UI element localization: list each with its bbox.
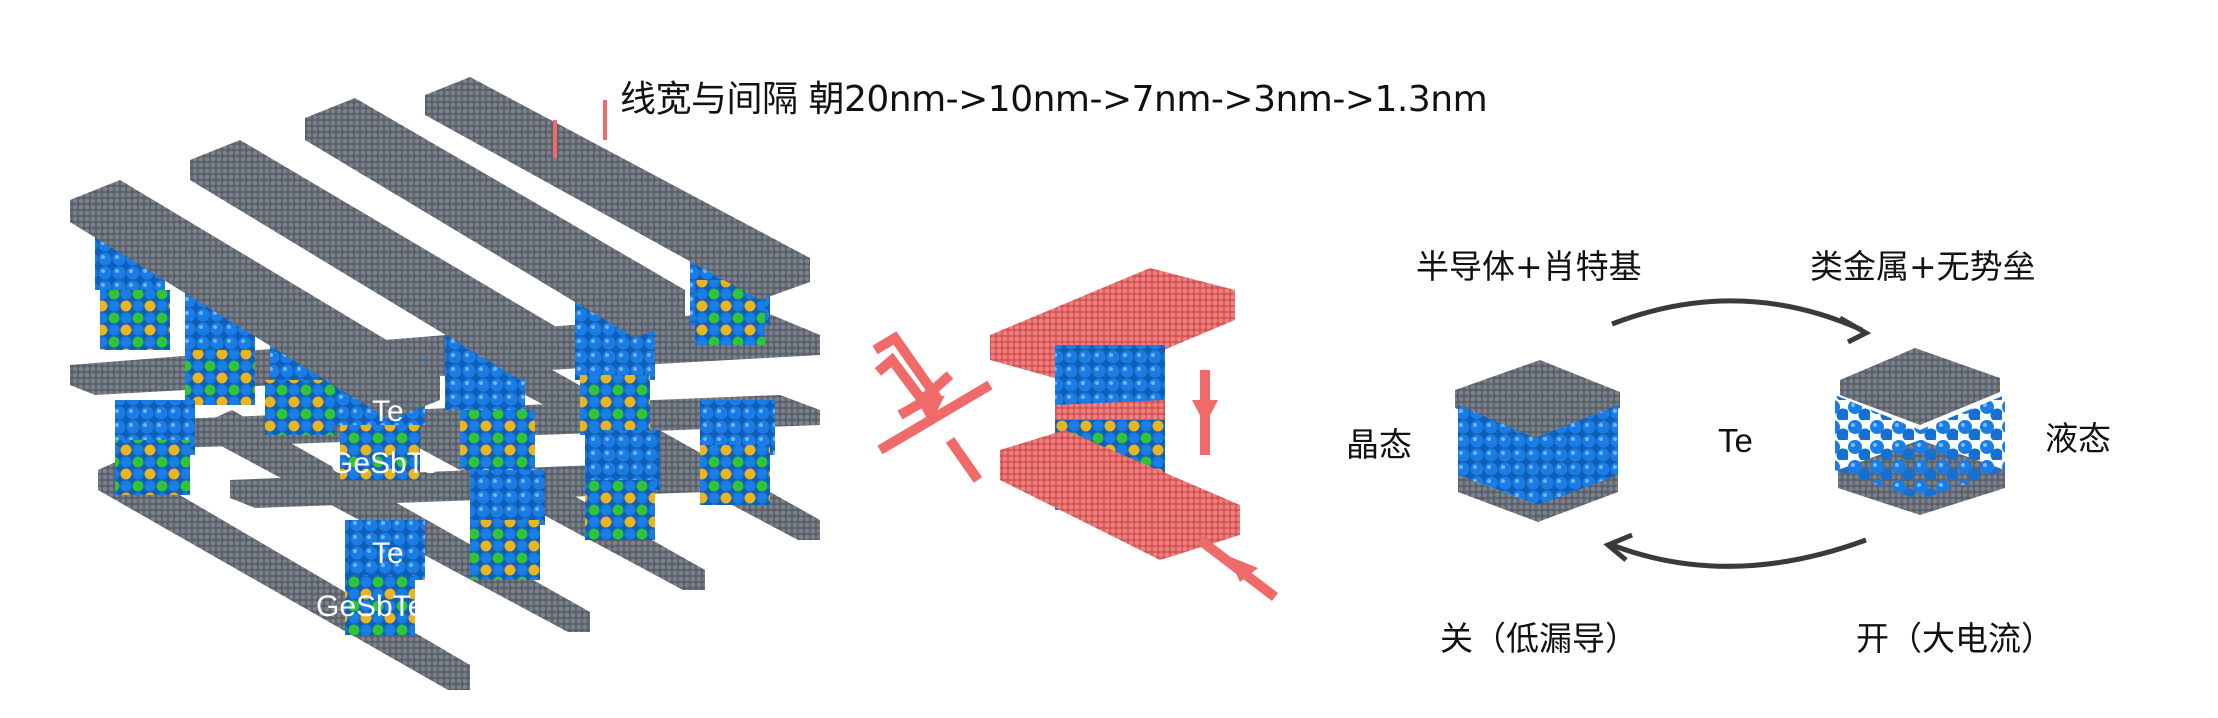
te-center-label: Te — [1718, 422, 1753, 459]
cell-top-electrode — [990, 268, 1235, 385]
forward-arc — [1611, 298, 1864, 333]
layer-label-te-upper: Te — [372, 395, 404, 428]
pillar-gst — [580, 375, 650, 435]
off-low-leakage-label: 关（低漏导） — [1440, 619, 1638, 658]
pillar-te — [345, 520, 425, 580]
layer-label-te-lower: Te — [372, 537, 404, 570]
top-line-3 — [305, 98, 685, 338]
crossbar-array — [70, 77, 820, 690]
single-cell — [990, 268, 1240, 560]
liquid-cube — [1835, 348, 2005, 515]
pulse-wire — [872, 331, 943, 420]
pulse-symbol — [874, 352, 954, 408]
input-arrow-head — [920, 395, 945, 425]
layer-label-gesbte-lower: GeSbTe — [316, 590, 425, 623]
pillar-gst — [265, 380, 335, 435]
reverse-arc — [1611, 537, 1867, 569]
pillar-gst — [185, 350, 255, 405]
cube-te-liquid — [1835, 395, 2005, 500]
top-line-4 — [425, 77, 810, 300]
cycle-arrows — [1611, 298, 1867, 569]
reverse-arrow-head — [1603, 532, 1633, 562]
pillar-gst — [340, 425, 420, 480]
gap-tick — [945, 437, 983, 483]
top-line-2 — [190, 140, 570, 380]
input-wire — [877, 380, 993, 455]
crystalline-cube — [1455, 360, 1620, 522]
linewidth-scaling-title: 线宽与间隔 朝20nm->10nm->7nm->3nm->1.3nm — [620, 79, 1488, 120]
pillar-gst — [470, 520, 540, 580]
top-line-1 — [70, 180, 440, 420]
on-high-current-label: 开（大电流） — [1856, 619, 2054, 658]
pillar-gst — [100, 290, 170, 350]
cell-bottom-electrode — [1000, 430, 1240, 560]
pillar-gst — [345, 575, 415, 635]
pillar-gst — [585, 480, 655, 540]
pillar-gst — [460, 410, 535, 470]
cube-top-electrode — [1455, 360, 1620, 440]
pillar-gst — [700, 445, 770, 505]
current-arrow-down-head — [1192, 400, 1218, 425]
liquid-state-label: 液态 — [2045, 419, 2111, 458]
layer-label-gesbte-upper: GeSbTe — [330, 447, 439, 480]
pillar-te — [470, 470, 545, 525]
cube-te-crystal — [1458, 405, 1618, 505]
memory-pillars — [95, 215, 775, 635]
forward-arrow-head — [1838, 315, 1872, 345]
crystalline-state-label: 晶态 — [1346, 425, 1412, 464]
cube-bottom-electrode — [1458, 475, 1618, 522]
output-arrow-head — [1228, 556, 1258, 582]
semiconductor-schottky-label: 半导体+肖特基 — [1416, 247, 1642, 286]
top-electrode-lines — [70, 77, 810, 420]
cube-top-electrode — [1840, 348, 2000, 425]
pillar-gst — [115, 440, 190, 495]
cell-middle-electrode — [1055, 400, 1165, 425]
semimetal-no-barrier-label: 类金属+无势垒 — [1810, 247, 2036, 286]
